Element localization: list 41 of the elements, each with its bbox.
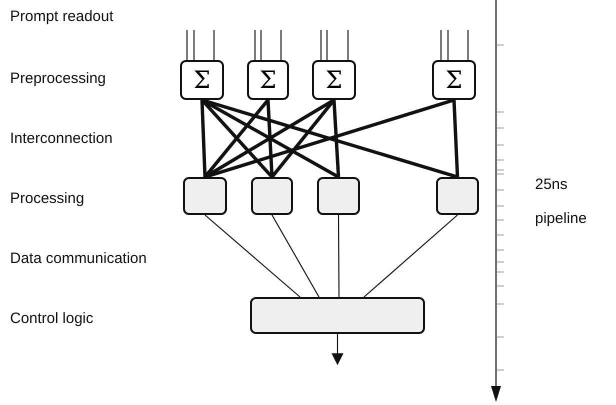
- sigma-symbol: Σ: [260, 68, 276, 92]
- processing-box: [436, 177, 479, 215]
- summation-box: [432, 60, 476, 100]
- stage-label: 25ns pipeline: [535, 175, 588, 229]
- stage-label: Control logic: [10, 310, 94, 327]
- summation-box: [180, 60, 224, 100]
- connector-line: [193, 30, 195, 60]
- connector-line: [260, 30, 262, 60]
- processing-box: [183, 177, 227, 215]
- stage-label: Processing: [10, 190, 84, 207]
- connector-line: [467, 30, 469, 60]
- stage-label: Preprocessing: [10, 70, 106, 87]
- connector-line: [320, 30, 322, 60]
- connector-line: [452, 100, 460, 178]
- stage-label: Prompt readout: [10, 8, 114, 25]
- connector-line: [326, 30, 328, 60]
- stage-label: Data communication: [10, 250, 147, 267]
- sigma-symbol: Σ: [326, 68, 342, 92]
- connector-line: [266, 100, 274, 178]
- processing-box: [251, 177, 293, 215]
- processing-box: [317, 177, 360, 215]
- connector-line: [447, 30, 449, 60]
- stage-label: Interconnection: [10, 130, 113, 147]
- connector-line: [364, 214, 458, 298]
- summation-box: [312, 60, 356, 100]
- arrow: [332, 334, 344, 366]
- connector-line: [347, 30, 349, 60]
- connector-line: [254, 30, 256, 60]
- connector-line: [332, 100, 340, 178]
- connector-line: [204, 214, 300, 298]
- connector-line: [213, 30, 215, 60]
- summation-box: [247, 60, 289, 100]
- control-logic-box: [250, 297, 425, 334]
- connector-line: [338, 215, 340, 297]
- connector-line: [272, 214, 320, 298]
- connector-line: [200, 100, 207, 178]
- connector-line: [440, 30, 442, 60]
- sigma-symbol: Σ: [194, 68, 210, 92]
- sigma-symbol: Σ: [446, 68, 462, 92]
- connector-line: [186, 30, 188, 60]
- connector-line: [280, 30, 282, 60]
